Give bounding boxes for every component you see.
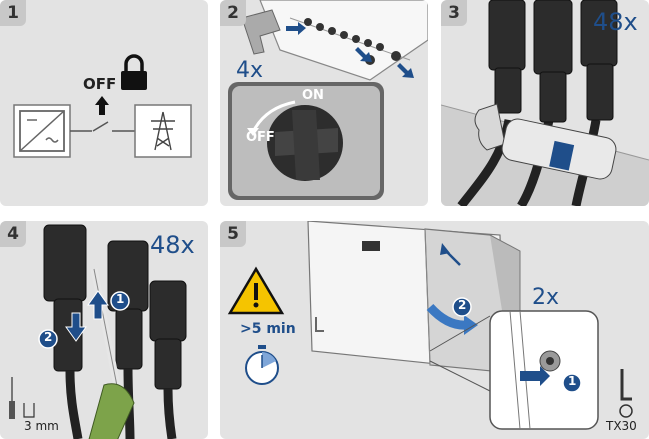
step-1-number: 1 <box>0 0 26 26</box>
power-pylon-icon <box>134 104 192 158</box>
off-label: OFF <box>83 75 117 93</box>
step-4-illustration <box>9 224 187 439</box>
step-2-panel: 2 4x ON OFF <box>220 0 428 206</box>
warning-icon <box>227 266 285 315</box>
step-3-count: 48x <box>593 8 638 36</box>
step-2-number: 2 <box>220 0 246 26</box>
step-5-panel: 5 <box>220 221 649 439</box>
inverter-icon <box>13 104 71 158</box>
step-3-panel: 3 48x <box>441 0 649 206</box>
on-label: ON <box>302 88 324 103</box>
torx-key-icon <box>619 369 633 418</box>
step-5-number: 5 <box>220 221 246 247</box>
lock-icon <box>121 54 147 90</box>
step-4-number: 4 <box>0 221 26 247</box>
step-5-illustration <box>227 221 633 430</box>
callout-2: 2 <box>44 330 53 344</box>
step-4-count: 48x <box>150 231 195 259</box>
up-arrow <box>95 96 109 115</box>
callout-1: 1 <box>116 292 125 306</box>
off-label-switch: OFF <box>246 130 275 145</box>
step-2-count: 4x <box>236 58 264 83</box>
timer-icon <box>245 345 279 385</box>
wait-time-label: >5 min <box>240 321 296 337</box>
step-2-illustration <box>228 0 428 200</box>
step-5-count: 2x <box>532 285 560 310</box>
step-3-illustration <box>441 0 649 206</box>
step-3-number: 3 <box>441 0 467 26</box>
tool-size-label: 3 mm <box>24 419 59 433</box>
tool-label: TX30 <box>606 419 637 433</box>
callout-5-2: 2 <box>458 298 467 312</box>
step-1-panel: 1 OFF <box>0 0 208 206</box>
step-4-panel: 4 48x 1 2 3 mm <box>0 221 208 439</box>
step-1-illustration <box>13 54 192 158</box>
callout-5-1: 1 <box>568 374 577 388</box>
